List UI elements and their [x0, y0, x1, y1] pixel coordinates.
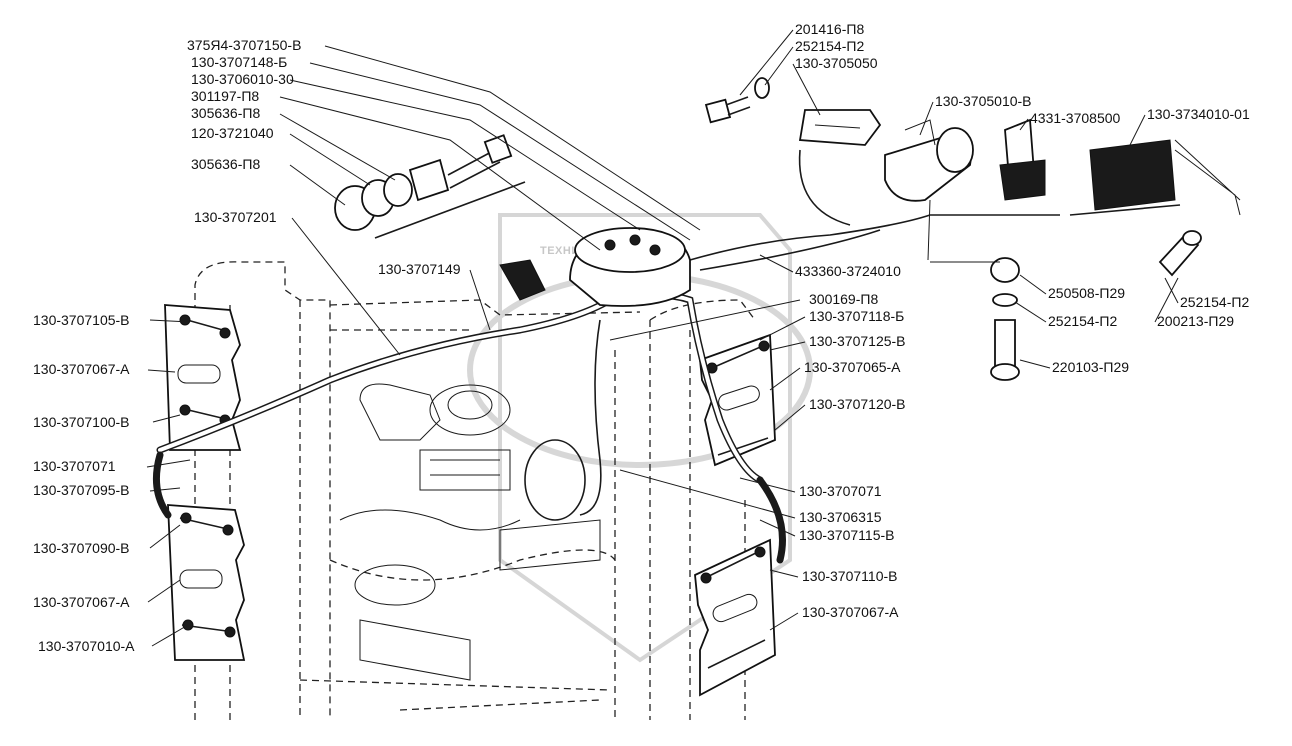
label-130-3705010-v: 130-3705010-В [935, 93, 1032, 109]
labels-right: 201416-П8 252154-П2 130-3705050 130-3705… [795, 21, 1250, 620]
label-300169-p8: 300169-П8 [809, 291, 878, 307]
label-130-3707201: 130-3707201 [194, 209, 277, 225]
ignition-coil [884, 119, 974, 202]
label-130-3707149: 130-3707149 [378, 261, 461, 277]
bolt-220103 [990, 257, 1020, 381]
label-130-3707067-a-left: 130-3707067-А [33, 594, 130, 610]
leader-lines-right [609, 29, 1179, 631]
label-4331-3708500: 4331-3708500 [1030, 110, 1121, 126]
label-130-3707100-v: 130-3707100-В [33, 414, 130, 430]
label-130-3707090-v: 130-3707090-В [33, 540, 130, 556]
label-130-3706315: 130-3706315 [799, 509, 882, 525]
label-130-3707110-v: 130-3707110-В [802, 568, 897, 584]
label-130-3707067-a-right: 130-3707067-А [802, 604, 899, 620]
label-220103-p29: 220103-П29 [1052, 359, 1129, 375]
leader-lines-left [146, 45, 701, 647]
cable-harness [152, 149, 1181, 564]
label-375ya4-3707150-v: 375Я4-3707150-В [187, 37, 301, 53]
label-200213-p29: 200213-П29 [1157, 313, 1234, 329]
regulator-part [798, 109, 882, 146]
left-bracket-top [164, 304, 242, 451]
label-130-3707120-v: 130-3707120-В [809, 396, 906, 412]
bolt-200213 [1158, 230, 1202, 277]
distributor [499, 227, 691, 307]
suppressor-assembly [334, 134, 526, 239]
label-130-3707148-b: 130-3707148-Б [191, 54, 287, 70]
right-bracket-bottom [694, 538, 776, 697]
label-130-3705050: 130-3705050 [795, 55, 878, 71]
labels-left: 375Я4-3707150-В 130-3707148-Б 130-370601… [33, 37, 461, 654]
engine-block-outline [194, 261, 756, 720]
label-130-3707095-v: 130-3707095-В [33, 482, 130, 498]
left-bracket-bottom [167, 504, 246, 661]
label-201416-p8: 201416-П8 [795, 21, 864, 37]
label-252154-p2-top: 252154-П2 [795, 38, 864, 54]
switch-part [999, 118, 1046, 201]
label-130-3707010-a: 130-3707010-А [38, 638, 135, 654]
bolt-201416 [704, 77, 770, 124]
label-130-3707105-v: 130-3707105-В [33, 312, 130, 328]
label-250508-p29: 250508-П29 [1048, 285, 1125, 301]
label-130-3707115-v: 130-3707115-В [799, 527, 894, 543]
label-130-3707125-v: 130-3707125-В [809, 333, 906, 349]
label-305636-p8-top: 305636-П8 [191, 105, 260, 121]
engine-center-details [339, 383, 601, 681]
label-130-3707118-b: 130-3707118-Б [809, 308, 904, 324]
relay-part [1089, 139, 1241, 216]
label-130-3707065-a: 130-3707065-А [804, 359, 901, 375]
label-130-3707071-left: 130-3707071 [33, 458, 116, 474]
label-252154-p2-right: 252154-П2 [1180, 294, 1249, 310]
right-bracket-top [699, 333, 776, 467]
label-120-3721040: 120-3721040 [191, 125, 274, 141]
label-130-3707071-right: 130-3707071 [799, 483, 882, 499]
label-433360-3724010: 433360-3724010 [795, 263, 901, 279]
label-130-3734010-01: 130-3734010-01 [1147, 106, 1250, 122]
label-130-3706010-30: 130-3706010-30 [191, 71, 294, 87]
label-252154-p2-mid: 252154-П2 [1048, 313, 1117, 329]
label-305636-p8: 305636-П8 [191, 156, 260, 172]
label-130-3707067-a-top: 130-3707067-А [33, 361, 130, 377]
label-301197-p8: 301197-П8 [191, 88, 259, 104]
